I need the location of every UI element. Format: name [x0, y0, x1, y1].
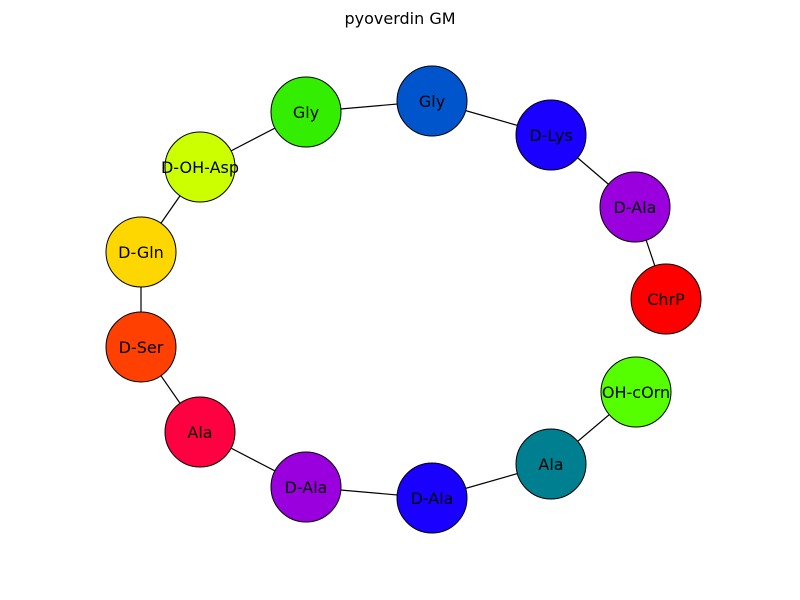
- node-5: Ala: [515, 428, 587, 500]
- node-circle: [270, 76, 342, 148]
- node-12: Gly: [270, 76, 342, 148]
- node-3: ChrP: [630, 263, 702, 335]
- node-0: Gly: [396, 65, 468, 137]
- node-label: D-Lys: [529, 126, 572, 145]
- node-label: OH-cOrn: [602, 383, 670, 402]
- node-9: D-Ser: [105, 311, 177, 383]
- node-label: D-Ala: [411, 489, 454, 508]
- node-label: D-Ser: [119, 338, 164, 357]
- node-6: D-Ala: [396, 462, 468, 534]
- node-layer: GlyD-LysD-AlaChrPOH-cOrnAlaD-AlaD-AlaAla…: [105, 65, 702, 534]
- node-label: D-Ala: [285, 478, 328, 497]
- node-circle: [515, 428, 587, 500]
- node-11: D-OH-Asp: [161, 131, 239, 203]
- node-circle: [164, 396, 236, 468]
- node-label: ChrP: [647, 290, 685, 309]
- node-label: Gly: [293, 103, 319, 122]
- node-10: D-Gln: [105, 216, 177, 288]
- node-label: Ala: [538, 455, 563, 474]
- node-label: D-Gln: [118, 243, 164, 262]
- node-circle: [105, 311, 177, 383]
- node-label: Gly: [419, 92, 445, 111]
- node-7: D-Ala: [270, 451, 342, 523]
- node-circle: [515, 99, 587, 171]
- node-circle: [396, 462, 468, 534]
- node-circle: [396, 65, 468, 137]
- node-circle: [105, 216, 177, 288]
- node-label: Ala: [187, 423, 212, 442]
- node-circle: [164, 131, 236, 203]
- node-circle: [599, 171, 671, 243]
- node-1: D-Lys: [515, 99, 587, 171]
- node-2: D-Ala: [599, 171, 671, 243]
- node-label: D-Ala: [614, 198, 657, 217]
- node-circle: [270, 451, 342, 523]
- node-label: D-OH-Asp: [161, 158, 239, 177]
- node-circle: [630, 263, 702, 335]
- diagram-title: pyoverdin GM: [344, 9, 456, 28]
- node-circle: [600, 356, 672, 428]
- node-8: Ala: [164, 396, 236, 468]
- node-4: OH-cOrn: [600, 356, 672, 428]
